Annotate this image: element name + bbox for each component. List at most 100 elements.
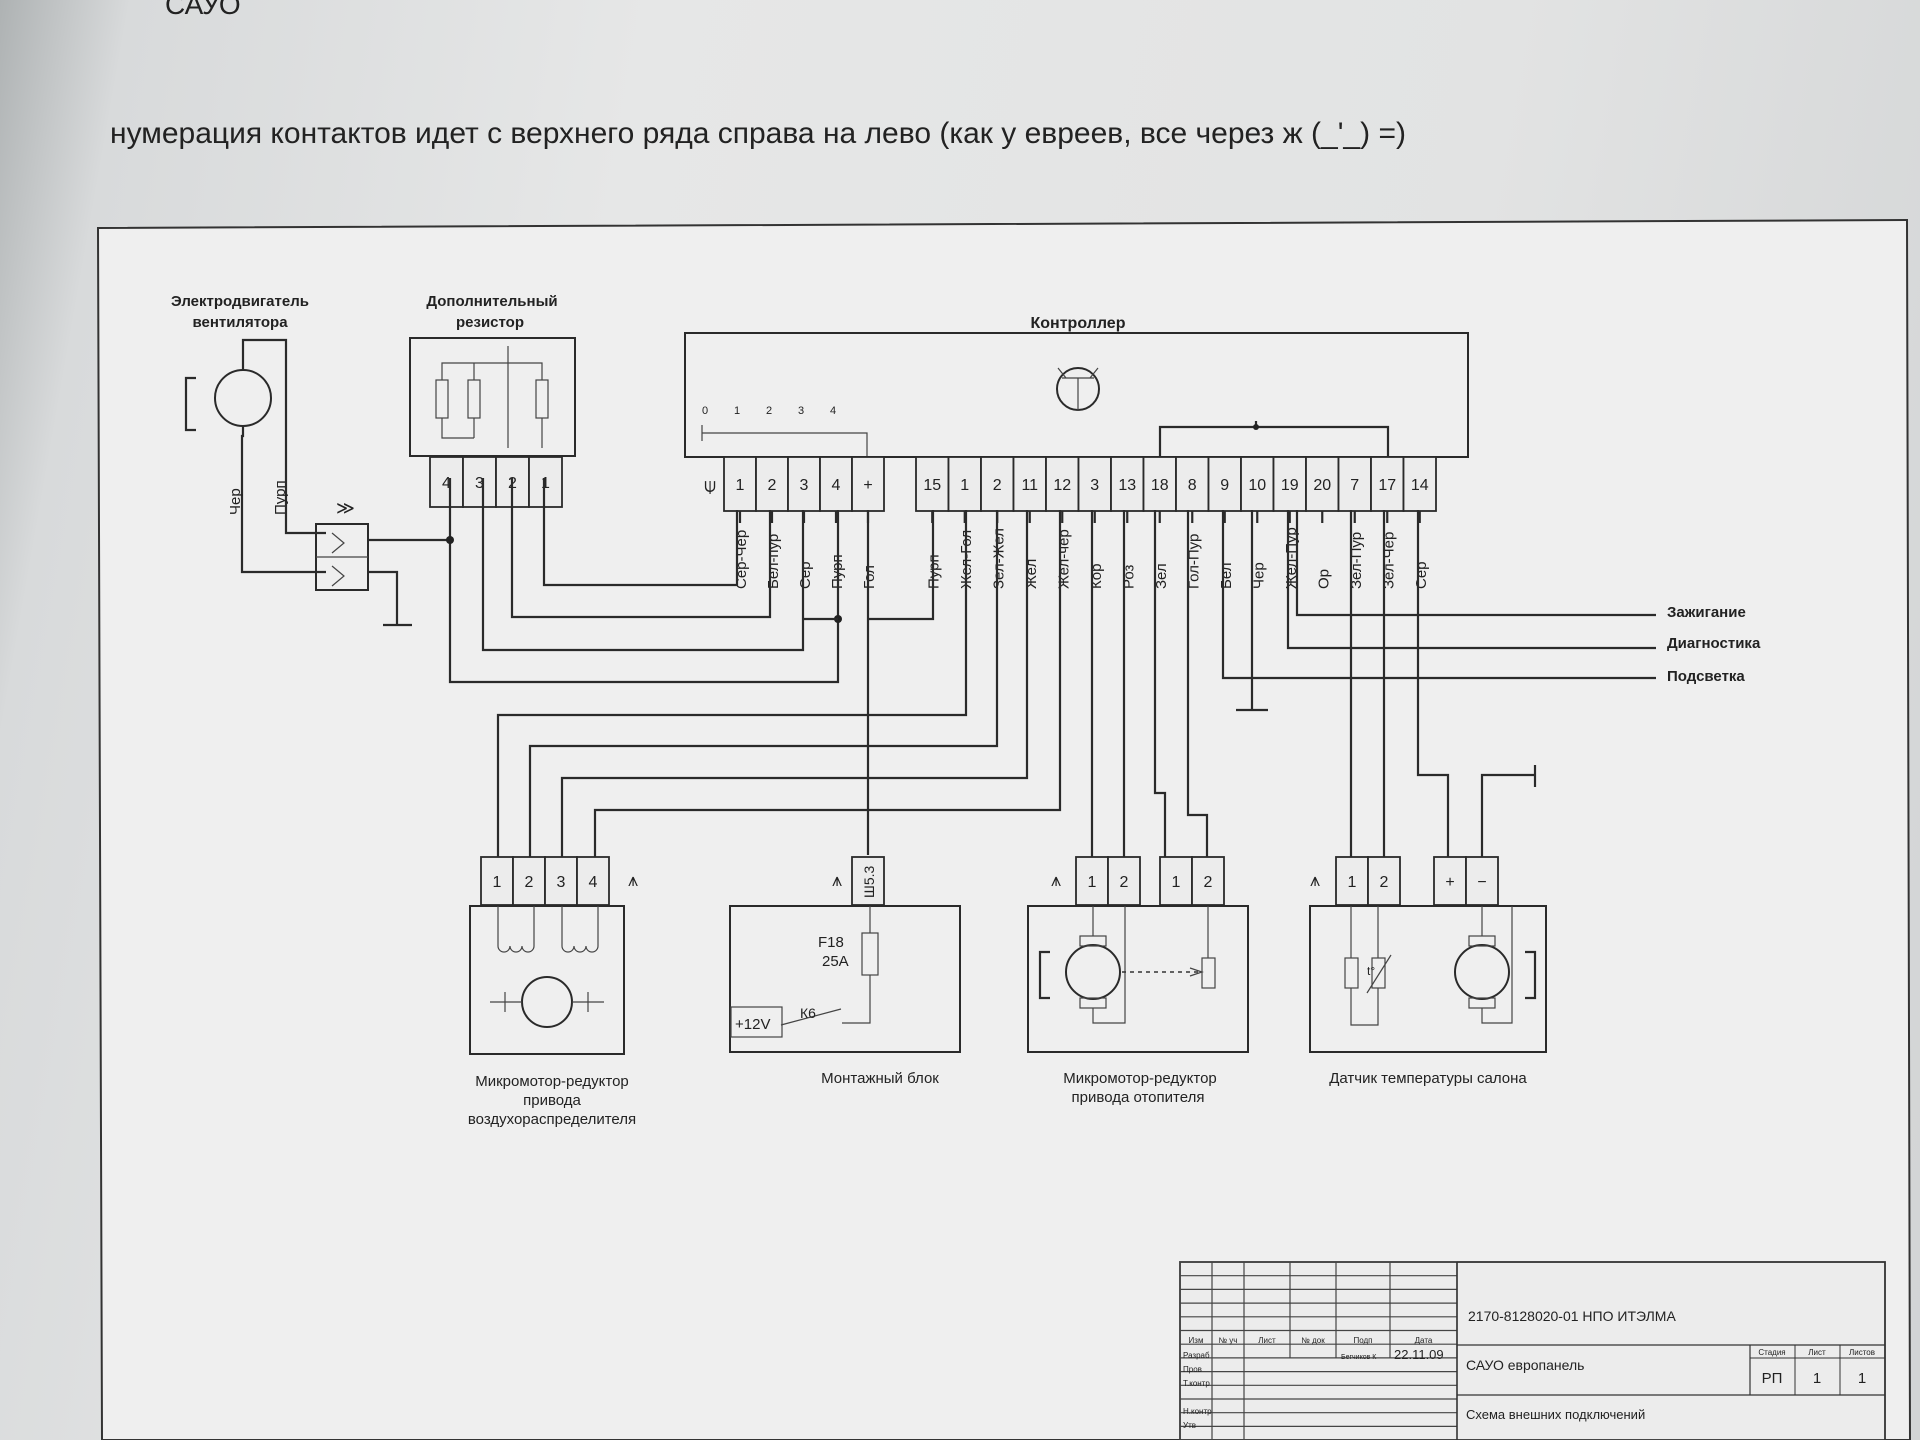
ground-symbol-icon: ⍦ xyxy=(704,475,716,497)
controller-right-pin-label: 2 xyxy=(993,477,1002,494)
controller-left-pin-box xyxy=(787,456,821,512)
drawing-frame xyxy=(96,218,1912,1440)
connector-arrow-icon-3: ⩚ xyxy=(1051,870,1061,890)
fan-wire-left: Чер xyxy=(227,488,244,515)
external-lines: Зажигание Диагностика Подсветка xyxy=(1221,510,1761,685)
relay-label: К6 xyxy=(800,1005,816,1021)
line-backlight: Подсветка xyxy=(1667,668,1745,685)
resistor-pin-label: 3 xyxy=(475,475,484,492)
controller-right-wire: Жел-чер xyxy=(1055,529,1072,589)
wires xyxy=(446,478,1537,857)
controller-left-pin-label: 3 xyxy=(800,477,809,494)
controller-right-pin-box xyxy=(1337,456,1372,512)
resistor-pin-label: 4 xyxy=(442,475,451,492)
sensor-mark: t° xyxy=(1367,964,1375,978)
doc-subtitle: Схема внешних подключений xyxy=(1466,1407,1645,1422)
controller-right-pin-label: 18 xyxy=(1151,477,1169,494)
line-ignition: Зажигание xyxy=(1667,604,1746,621)
controller-right-pin-label: 17 xyxy=(1378,477,1396,494)
fan-motor-title-2: вентилятора xyxy=(192,314,288,331)
tb-stage-header: Стадия xyxy=(1758,1348,1785,1357)
resistor-pin-box xyxy=(429,456,464,508)
mount-pin: Ш5.3 xyxy=(861,865,877,898)
connector-arrow-icon: ⩚ xyxy=(628,870,638,890)
controller-small-label: 0 xyxy=(702,405,708,417)
tb-col-header: Подп xyxy=(1353,1336,1372,1345)
tb-col-header: Лист xyxy=(1258,1336,1276,1345)
controller-left-pin-label: 2 xyxy=(768,477,777,494)
air-motor-title-2: привода xyxy=(523,1092,581,1109)
controller-right-wire: Кор xyxy=(1088,564,1105,589)
supply-label: +12V xyxy=(735,1016,770,1033)
sensor-pin-label: 1 xyxy=(1348,874,1357,891)
controller-right-pin-box xyxy=(1110,456,1145,512)
title-block: 2170-8128020-01 НПО ИТЭЛМА САУО европане… xyxy=(1179,1261,1886,1440)
tb-stage-value: РП xyxy=(1762,1370,1783,1387)
tb-stage-value: 1 xyxy=(1813,1370,1821,1387)
resistor-title-2: резистор xyxy=(456,314,524,331)
fan-motor-bracket xyxy=(184,376,196,432)
heater-title-1: Микромотор-редуктор xyxy=(1063,1070,1217,1087)
tb-stage-header: Листов xyxy=(1849,1348,1875,1357)
controller-right-pin-label: 10 xyxy=(1248,477,1266,494)
sensor-title: Датчик температуры салона xyxy=(1329,1070,1527,1087)
tb-row-label: Н.контр xyxy=(1183,1407,1212,1416)
tb-row-label: Разраб xyxy=(1183,1351,1210,1360)
heater-title-2: привода отопителя xyxy=(1072,1089,1205,1106)
controller-right-pin-label: 3 xyxy=(1090,477,1099,494)
controller-right-pin-label: 15 xyxy=(923,477,941,494)
controller-right-wire: Зел xyxy=(1153,563,1170,589)
fan-motor-title-1: Электродвигатель xyxy=(171,293,309,310)
controller-right-pin-label: 8 xyxy=(1188,477,1197,494)
controller-right-pin-label: 20 xyxy=(1313,477,1331,494)
controller-right-wire: Сер xyxy=(1413,561,1430,589)
tb-row-label: Пров xyxy=(1183,1365,1202,1374)
controller-left-wire: Бел-пур xyxy=(765,534,782,589)
controller-right-pin-label: 14 xyxy=(1411,477,1429,494)
header-top-text: САУО xyxy=(165,0,241,20)
controller-left-wire: Сер-Чер xyxy=(733,530,750,589)
resistor-pin-label: 1 xyxy=(541,475,550,492)
fuse-label-1: F18 xyxy=(818,934,844,951)
controller-right-wire: Бел xyxy=(1218,563,1235,589)
controller-left-wire: Сер xyxy=(797,561,814,589)
sensor-pin-label: 2 xyxy=(1380,874,1389,891)
tb-col-header: Дата xyxy=(1415,1336,1433,1345)
resistor-title-1: Дополнительный xyxy=(426,293,557,310)
air-motor-pin-label: 3 xyxy=(557,874,566,891)
controller-right-wire: Роз xyxy=(1120,564,1137,589)
heater-pin-b-box xyxy=(1191,856,1225,906)
air-motor-body xyxy=(469,905,625,1055)
tb-stage-header: Лист xyxy=(1808,1348,1826,1357)
controller-left-pin-box xyxy=(819,456,853,512)
tb-col-header: Изм xyxy=(1189,1336,1204,1345)
air-motor-pin-label: 2 xyxy=(525,874,534,891)
fuse-label-2: 25A xyxy=(822,953,849,970)
controller-title: Контроллер xyxy=(1031,315,1126,332)
heater-pin-a-box xyxy=(1075,856,1109,906)
controller-right-pin-label: 7 xyxy=(1350,477,1359,494)
controller-right-wire: Зел-Жел xyxy=(990,528,1007,589)
controller-right-wire: Зел-Чер xyxy=(1380,532,1397,589)
controller-left-pin-box xyxy=(851,456,885,512)
tb-col-header: № док xyxy=(1301,1336,1325,1345)
tb-stage-value: 1 xyxy=(1858,1370,1866,1387)
tb-date: 22.11.09 xyxy=(1394,1347,1444,1362)
sensor-power-pin-label: − xyxy=(1477,874,1486,891)
controller-right-pin-box xyxy=(1207,456,1242,512)
connector-arrow-icon-2: ⩚ xyxy=(832,870,842,890)
heater-pin-b-label: 2 xyxy=(1204,874,1213,891)
air-motor-pin-label: 4 xyxy=(589,874,598,891)
controller-right-pin-box xyxy=(1077,456,1112,512)
tb-row-label: Т.контр xyxy=(1183,1379,1210,1388)
controller-left-wire: Гол xyxy=(861,565,878,589)
doc-code: 2170-8128020-01 НПО ИТЭЛМА xyxy=(1468,1308,1676,1324)
controller-right-pin-label: 19 xyxy=(1281,477,1299,494)
controller-small-label: 4 xyxy=(830,405,836,417)
heater-pin-a-label: 1 xyxy=(1088,874,1097,891)
air-motor-pin-box xyxy=(576,856,610,906)
